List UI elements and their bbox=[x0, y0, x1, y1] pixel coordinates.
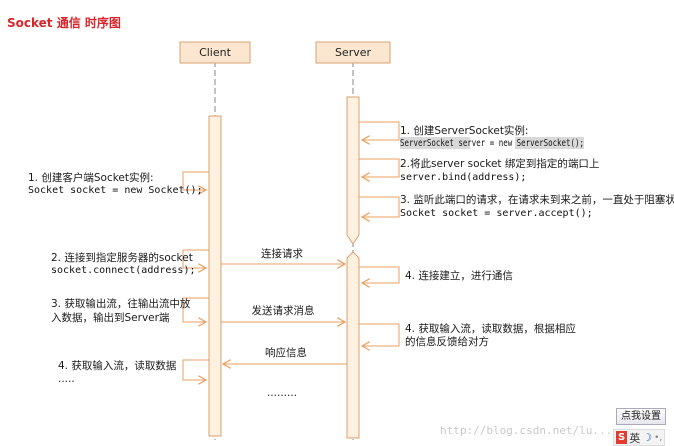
server-note-1-code: ServerSocket server = new ServerSocket()… bbox=[400, 138, 584, 149]
server-note-1-code-part3: ServerSocket(); bbox=[517, 138, 584, 149]
server-actor-box bbox=[315, 41, 391, 64]
server-note-1-code-part1: ServerSocket bbox=[400, 138, 454, 149]
server-self-call-4 bbox=[359, 266, 400, 283]
continuation-ellipsis: ......... bbox=[267, 387, 297, 399]
server-note-2-code: server.bind(address); bbox=[400, 172, 526, 183]
server-note-1-title: 1. 创建ServerSocket实例: bbox=[400, 124, 528, 137]
client-note-3-line1: 3. 获取输出流，往输出流中放 bbox=[51, 297, 191, 310]
code-highlight-2 bbox=[515, 137, 584, 149]
server-note-5-line1: 4. 获取输入流，读取数据，根据相应 bbox=[405, 322, 576, 335]
connect-request-label: 连接请求 bbox=[261, 247, 303, 260]
client-note-3-line2: 入数据，输出到Server端 bbox=[51, 311, 170, 324]
moon-icon[interactable]: ☽ bbox=[642, 431, 653, 444]
send-request-label: 发送请求消息 bbox=[252, 304, 315, 317]
server-actor-label: Server bbox=[335, 46, 372, 59]
settings-button[interactable]: 点我设置 bbox=[616, 408, 666, 425]
client-note-4-line2: ..... bbox=[58, 373, 75, 385]
client-self-call-3 bbox=[182, 297, 209, 322]
server-note-3-title: 3. 监听此端口的请求，在请求未到来之前，一直处于阻塞状态 bbox=[400, 193, 674, 206]
page-title: Socket 通信 时序图 bbox=[7, 16, 121, 30]
server-note-1-code-part2: server = new bbox=[454, 138, 517, 149]
client-self-call-2 bbox=[182, 249, 209, 268]
client-self-call-4 bbox=[182, 359, 209, 380]
server-self-call-1 bbox=[359, 121, 400, 140]
client-actor-box bbox=[179, 41, 251, 64]
server-note-5-line2: 的信息反馈给对方 bbox=[405, 335, 489, 348]
code-highlight-1 bbox=[400, 137, 470, 149]
server-self-call-3 bbox=[359, 196, 400, 217]
client-actor-label: Client bbox=[199, 46, 232, 59]
server-note-3-code: Socket socket = server.accept(); bbox=[400, 208, 593, 219]
server-activation-upper bbox=[346, 96, 360, 245]
server-self-call-2 bbox=[359, 158, 400, 177]
client-note-4-line1: 4. 获取输入流，读取数据 bbox=[58, 359, 177, 372]
server-note-4: 4. 连接建立，进行通信 bbox=[405, 269, 513, 282]
blog-watermark: http://blog.csdn.net/lu... bbox=[440, 424, 613, 437]
client-note-2-title: 2. 连接到指定服务器的socket bbox=[51, 251, 193, 264]
sogou-s-icon[interactable]: S bbox=[616, 431, 628, 444]
punctuation-icon[interactable]: •, bbox=[654, 432, 663, 443]
ime-language-toggle[interactable]: 英 bbox=[629, 431, 641, 445]
server-activation-lower bbox=[346, 251, 360, 439]
ime-toolbar[interactable]: S 英 ☽ •, bbox=[613, 429, 666, 446]
server-self-call-5 bbox=[359, 323, 400, 346]
client-self-call-1 bbox=[182, 171, 209, 190]
client-activation bbox=[208, 115, 222, 437]
client-note-1-title: 1. 创建客户端Socket实例: bbox=[28, 171, 154, 184]
client-note-1-code: Socket socket = new Socket(); bbox=[28, 185, 203, 196]
client-note-2-code: socket.connect(address); bbox=[51, 265, 196, 276]
response-label: 响应信息 bbox=[265, 346, 307, 359]
server-note-2-title: 2.将此server socket 绑定到指定的端口上 bbox=[400, 157, 599, 170]
